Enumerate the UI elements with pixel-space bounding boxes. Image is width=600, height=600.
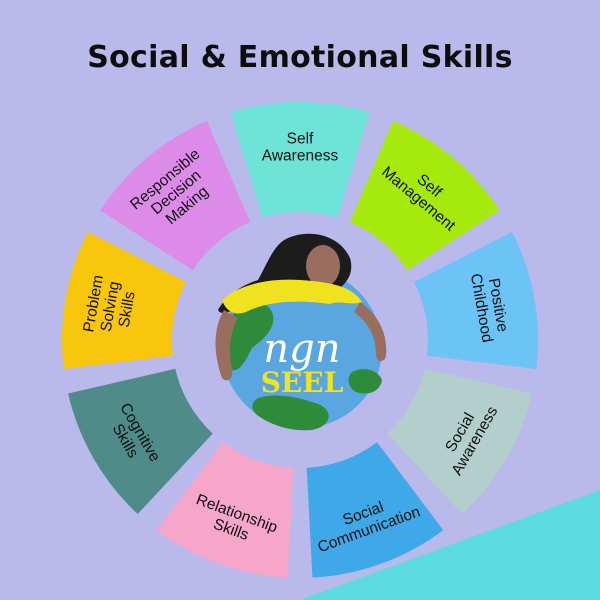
responsible-decision-making-segment — [100, 120, 250, 271]
self-management-segment — [350, 120, 500, 271]
person-shirt-shape — [222, 279, 362, 314]
page-title: Social & Emotional Skills — [87, 40, 513, 75]
globe-land-shape — [348, 369, 382, 394]
logo-text-seel: SEEL — [261, 366, 344, 399]
problem-solving-skills-segment — [62, 231, 186, 370]
segment-label-line: Self — [287, 131, 314, 148]
segment-label-line: Awareness — [262, 148, 339, 165]
person-arm-shape — [354, 302, 387, 362]
person-face-shape — [306, 245, 340, 287]
social-awareness-segment — [387, 368, 532, 515]
positive-childhood-segment — [414, 231, 539, 370]
corner-accent — [300, 490, 600, 600]
segment-label-line: Skills — [116, 290, 139, 329]
cognitive-skills-segment — [68, 368, 213, 515]
segment-label: ProblemSolvingSkills — [80, 274, 140, 340]
social-communication-segment — [306, 442, 444, 578]
self-awareness-segment — [230, 102, 370, 218]
person-arm-shape — [215, 310, 238, 381]
globe-land-shape — [252, 395, 329, 431]
center-emblem: ngn SEEL — [215, 233, 387, 431]
logo-text-ngn: ngn — [263, 326, 340, 372]
relationship-skills-segment — [156, 442, 294, 578]
